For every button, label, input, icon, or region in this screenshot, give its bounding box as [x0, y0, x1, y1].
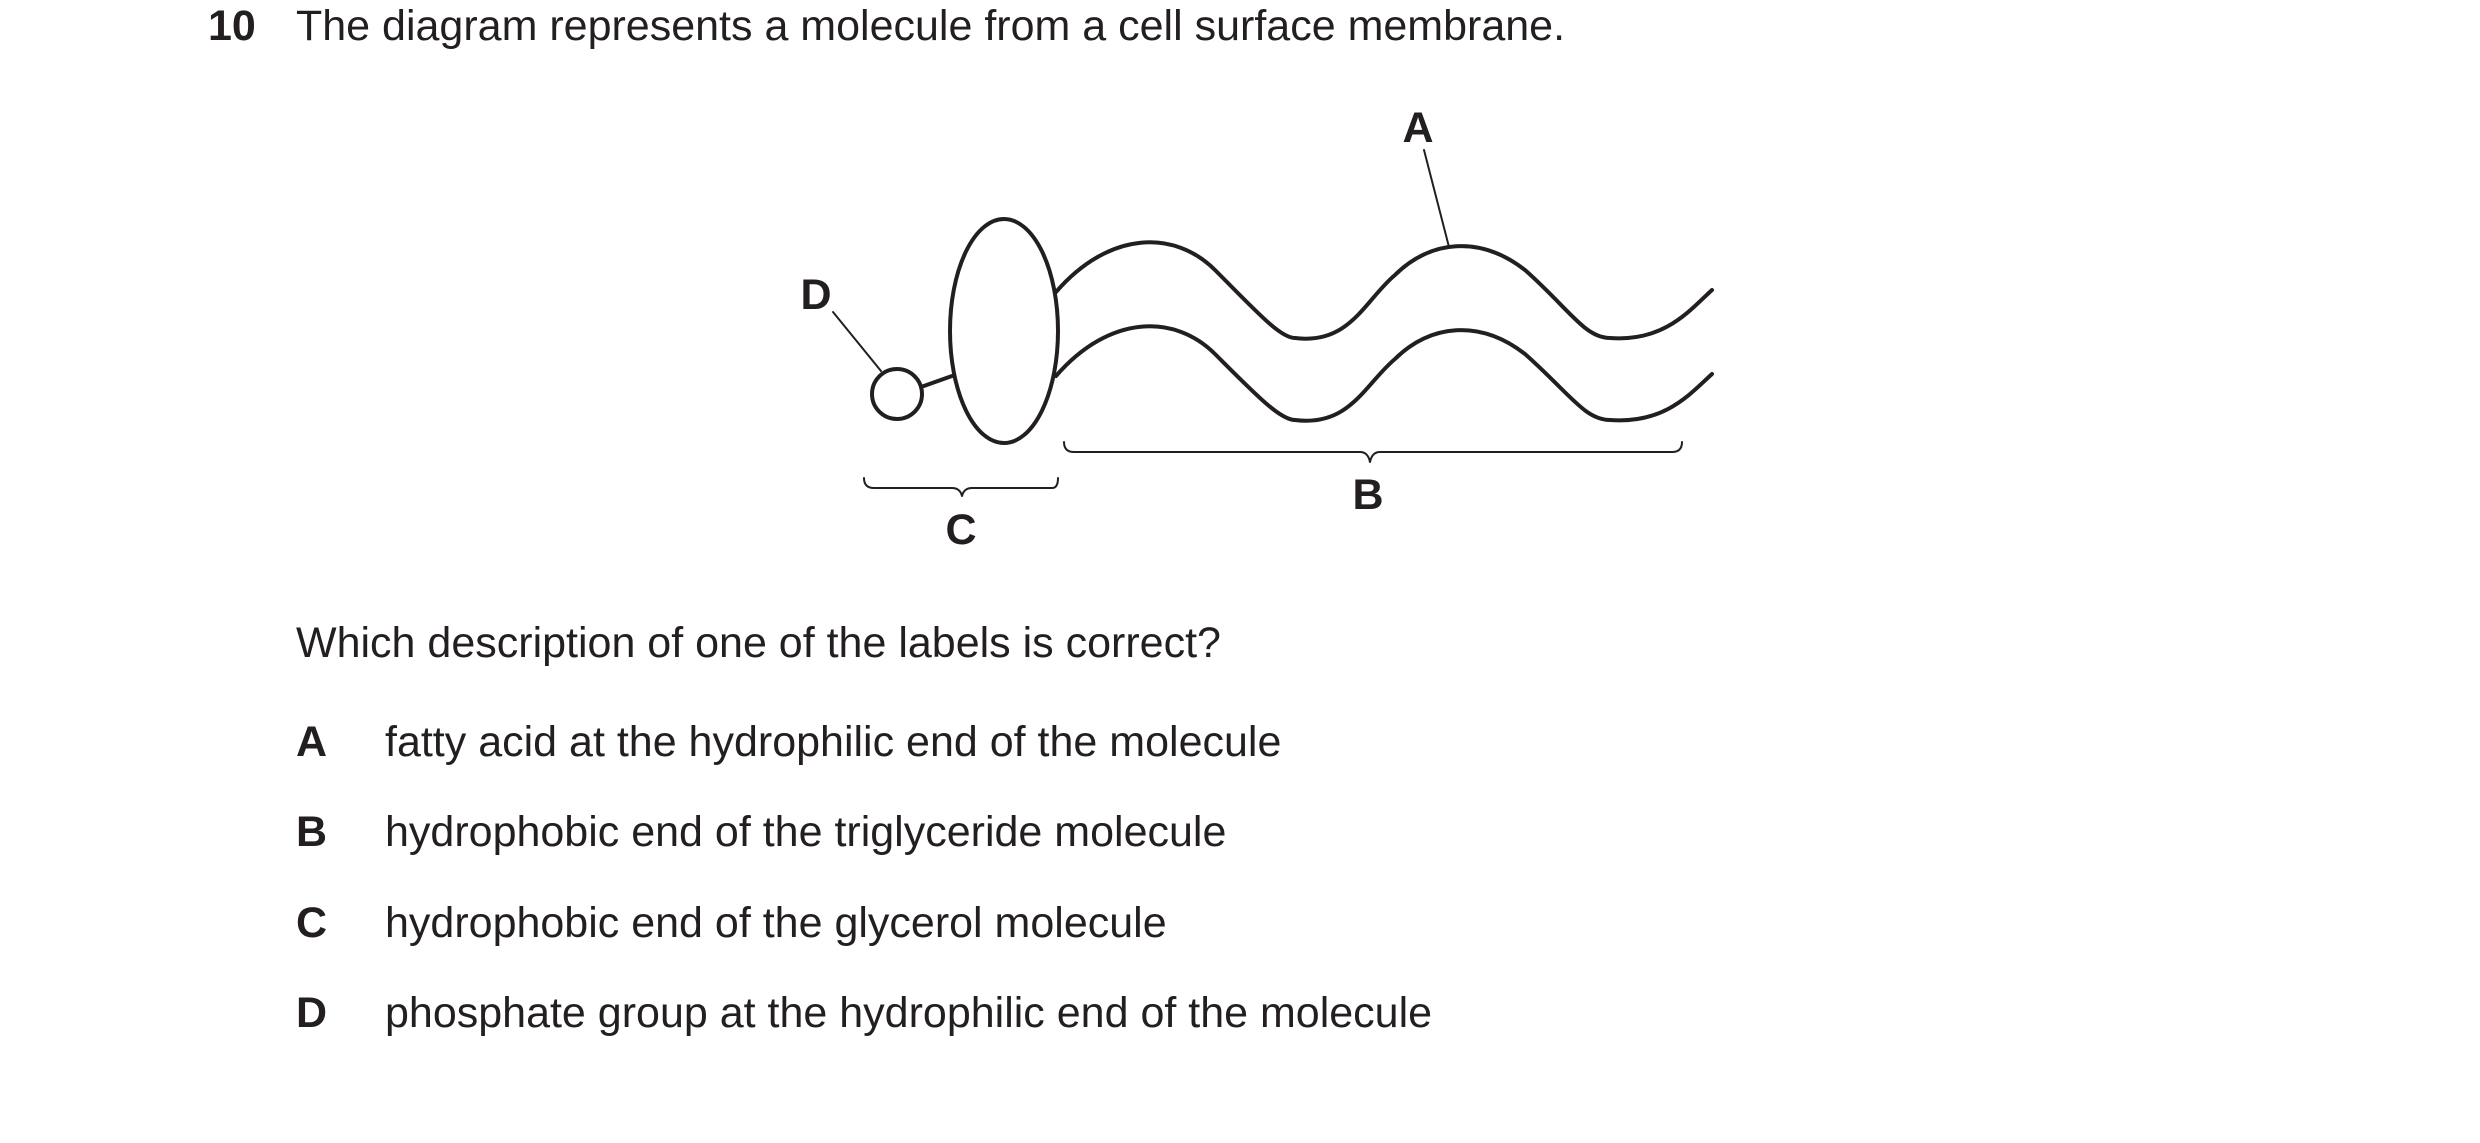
- label-c: C: [945, 506, 976, 554]
- phospholipid-diagram: A D B C: [800, 104, 1714, 554]
- question-prompt: Which description of one of the labels i…: [296, 619, 1221, 667]
- label-d-leader: [832, 311, 882, 372]
- option-d-letter: D: [296, 989, 328, 1037]
- option-c-text: hydrophobic end of the glycerol molecule: [385, 899, 1167, 947]
- option-d-text: phosphate group at the hydrophilic end o…: [385, 989, 1433, 1037]
- head-connector: [919, 374, 954, 389]
- label-a-leader: [1423, 149, 1450, 248]
- option-c-letter: C: [296, 899, 328, 947]
- label-b: B: [1352, 471, 1383, 519]
- option-b-letter: B: [296, 808, 328, 856]
- brace-b: [1063, 441, 1683, 463]
- option-a-letter: A: [296, 718, 328, 766]
- option-a-text: fatty acid at the hydrophilic end of the…: [385, 718, 1282, 766]
- label-d: D: [800, 271, 831, 319]
- brace-c: [863, 477, 1059, 497]
- option-b-text: hydrophobic end of the triglyceride mole…: [385, 808, 1227, 856]
- phosphate-circle: [870, 367, 924, 421]
- label-a: A: [1402, 104, 1433, 152]
- fatty-acid-tail-upper: [1054, 240, 1714, 341]
- fatty-acid-tail-lower: [1054, 324, 1714, 423]
- question-stem: The diagram represents a molecule from a…: [296, 2, 1566, 50]
- question-number: 10: [208, 2, 256, 50]
- glycerol-head-ellipse: [948, 217, 1060, 445]
